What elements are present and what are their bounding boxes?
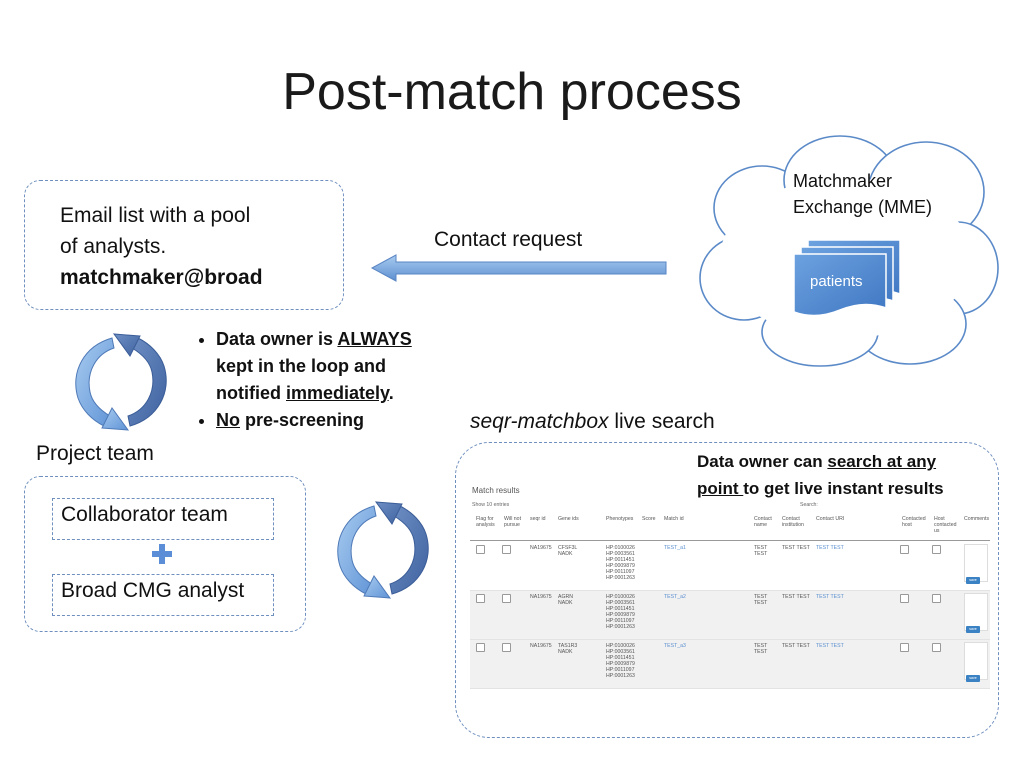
slide-title: Post-match process (282, 63, 742, 121)
not-pursue-checkbox[interactable] (502, 594, 511, 603)
broad-cmg-analyst-box: Broad CMG analyst (52, 574, 274, 616)
gene-ids: TAS1R3 NADK (558, 643, 578, 655)
save-button[interactable]: save (966, 675, 980, 682)
bullet-emphasis: immediately (286, 383, 389, 403)
contact-uri-link[interactable]: TEST TEST (816, 643, 844, 649)
column-header: Comments (964, 516, 990, 522)
table-row[interactable]: NA19675 CFSF3L NADK HP:0100026 HP:000356… (470, 542, 990, 591)
column-header: Flag for analysis (476, 516, 495, 528)
email-line-1: Email list with a pool (60, 204, 251, 227)
contacted-host-checkbox[interactable] (900, 594, 909, 603)
project-team-box (24, 476, 306, 632)
phenotypes: HP:0100026 HP:0003561 HP:0011451 HP:0009… (606, 594, 635, 630)
seqr-id: NA19675 (530, 594, 552, 600)
column-header: Contact URI (816, 516, 845, 522)
match-id-link[interactable]: TEST_a1 (664, 545, 686, 551)
contact-name: TEST TEST (754, 545, 768, 557)
contacted-host-checkbox[interactable] (900, 545, 909, 554)
bullet-item: Data owner is ALWAYS kept in the loop an… (216, 326, 460, 407)
table-header: Flag for analysis Will not pursue seqr i… (470, 512, 990, 541)
contact-request-arrow (370, 254, 667, 282)
seqr-matchbox-name: seqr-matchbox (470, 410, 609, 433)
patients-label: patients (810, 273, 863, 290)
phenotypes: HP:0100026 HP:0003561 HP:0011451 HP:0009… (606, 643, 635, 679)
email-list-text: Email list with a pool of analysts. matc… (60, 200, 263, 293)
not-pursue-checkbox[interactable] (502, 545, 511, 554)
mme-label: Matchmaker Exchange (MME) (793, 168, 932, 220)
column-header: Contact name (754, 516, 772, 528)
save-button[interactable]: save (966, 577, 980, 584)
gene-ids: CFSF3L NADK (558, 545, 578, 557)
match-id-link[interactable]: TEST_a2 (664, 594, 686, 600)
column-header: seqr id (530, 516, 546, 522)
match-results-title: Match results (472, 486, 520, 495)
collaborator-team-box: Collaborator team (52, 498, 274, 540)
column-header: Host contacted us (934, 516, 957, 534)
mme-line-1: Matchmaker (793, 171, 893, 191)
column-header: Phenotypes (606, 516, 634, 522)
host-contacted-checkbox[interactable] (932, 545, 941, 554)
column-header: Match id (664, 516, 684, 522)
email-list-box (24, 180, 344, 310)
note-emphasis: search at any (827, 452, 937, 471)
email-address: matchmaker@broad (60, 266, 263, 289)
bullet-text: Data owner is (216, 329, 338, 349)
contact-name: TEST TEST (754, 594, 768, 606)
project-team-label: Project team (36, 442, 154, 465)
bullet-emphasis: ALWAYS (337, 329, 412, 349)
comments-textarea[interactable] (964, 593, 988, 631)
column-header: Contact institution (782, 516, 804, 528)
contact-request-label: Contact request (434, 228, 583, 251)
contact-institution: TEST TEST (782, 643, 810, 649)
bullet-text: notified (216, 383, 286, 403)
column-header: Score (642, 516, 656, 522)
phenotypes: HP:0100026 HP:0003561 HP:0011451 HP:0009… (606, 545, 635, 581)
mme-line-2: Exchange (MME) (793, 197, 933, 217)
bullet-text: . (388, 383, 394, 403)
cycle-arrows-icon (337, 501, 429, 599)
contact-uri-link[interactable]: TEST TEST (816, 594, 844, 600)
bullet-text: pre-screening (240, 410, 365, 430)
bullet-item: No pre-screening (216, 407, 460, 434)
not-pursue-checkbox[interactable] (502, 643, 511, 652)
bullet-text: kept in the loop and (216, 356, 386, 376)
cycle-arrows-icon (75, 333, 167, 431)
bullet-emphasis: No (216, 410, 240, 430)
entries-select[interactable]: Show 10 entries (472, 502, 510, 508)
seqr-label-rest: live search (608, 410, 715, 433)
flag-checkbox[interactable] (476, 545, 485, 554)
table-row[interactable]: NA19675 AGRN NADK HP:0100026 HP:0003561 … (470, 591, 990, 640)
seqr-id: NA19675 (530, 545, 552, 551)
save-button[interactable]: save (966, 626, 980, 633)
note-text: Data owner can (697, 452, 828, 471)
host-contacted-checkbox[interactable] (932, 643, 941, 652)
note-text: to get live instant results (743, 479, 944, 498)
seqr-id: NA19675 (530, 643, 552, 649)
plus-icon (152, 544, 172, 564)
gene-ids: AGRN NADK (558, 594, 573, 606)
match-id-link[interactable]: TEST_a3 (664, 643, 686, 649)
column-header: Will not pursue (504, 516, 522, 528)
bullet-list: Data owner is ALWAYS kept in the loop an… (180, 326, 460, 434)
column-header: Gene ids (558, 516, 579, 522)
contact-institution: TEST TEST (782, 545, 810, 551)
column-header: Contacted host (902, 516, 926, 528)
data-owner-note: Data owner can search at any point to ge… (697, 448, 944, 502)
host-contacted-checkbox[interactable] (932, 594, 941, 603)
patients-documents-icon (793, 239, 901, 317)
flag-checkbox[interactable] (476, 594, 485, 603)
contacted-host-checkbox[interactable] (900, 643, 909, 652)
flag-checkbox[interactable] (476, 643, 485, 652)
contact-uri-link[interactable]: TEST TEST (816, 545, 844, 551)
table-search-input[interactable]: Search: (800, 502, 818, 508)
contact-name: TEST TEST (754, 643, 768, 655)
email-line-2: of analysts. (60, 235, 167, 258)
note-emphasis: point (697, 479, 744, 498)
table-row[interactable]: NA19675 TAS1R3 NADK HP:0100026 HP:000356… (470, 640, 990, 689)
seqr-matchbox-label: seqr-matchbox live search (470, 410, 715, 434)
contact-institution: TEST TEST (782, 594, 810, 600)
match-results-panel (455, 442, 999, 738)
